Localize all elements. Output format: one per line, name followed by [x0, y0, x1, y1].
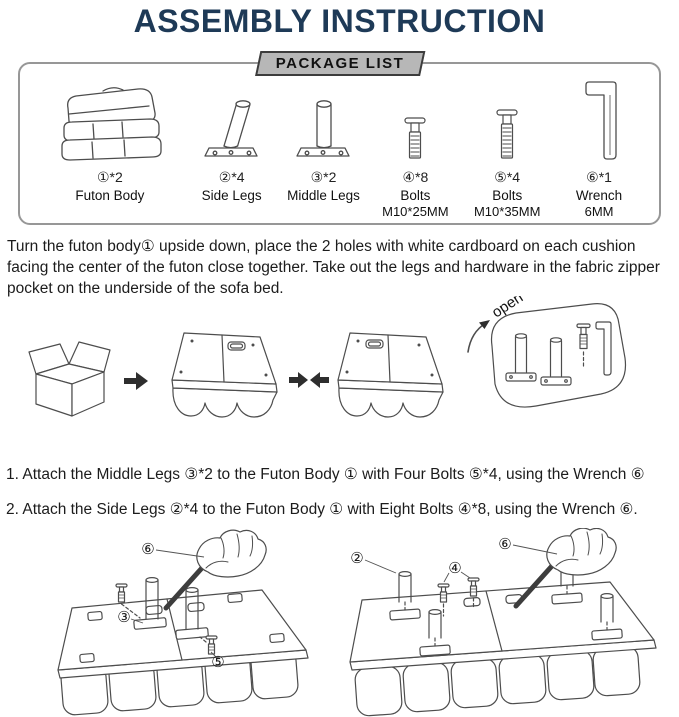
bolt-part — [467, 577, 480, 609]
package-list-panel: PACKAGE LIST — [18, 51, 661, 225]
bolt-25-illustration — [398, 74, 432, 166]
callout-bolt-35: ⑤ — [211, 654, 224, 671]
package-list-items: ①*2 Futon Body — [20, 64, 659, 223]
package-item-count: ②*4 — [218, 169, 245, 185]
pocket-bolt — [576, 323, 591, 369]
bolt-icon — [404, 117, 426, 159]
bolt-icon — [496, 109, 518, 159]
step-1: 1. Attach the Middle Legs ③*2 to the Fut… — [6, 466, 645, 483]
leg-attachment-diagrams: ⑥ ③ ⑤ ② ④ ⑥ — [57, 528, 657, 717]
package-item-futon-body: ①*2 Futon Body — [34, 74, 186, 203]
callout-wrench-left: ⑥ — [141, 541, 154, 558]
futon-body-icon — [61, 87, 162, 161]
package-item-wrench: ⑥*1 Wrench 6MM — [553, 74, 645, 219]
side-leg-part — [591, 592, 623, 641]
pocket-wrench — [595, 321, 612, 376]
package-item-count: ①*2 — [96, 169, 123, 185]
side-leg-illustration — [203, 74, 261, 166]
zipper-pocket-contents-illustration — [490, 303, 627, 408]
package-item-bolts-25: ④*8 Bolts M10*25MM — [369, 74, 461, 219]
futon-body-illustration — [51, 74, 169, 166]
package-item-label: Side Legs — [201, 188, 262, 203]
unpacking-diagram: open — [28, 296, 627, 418]
package-item-count: ⑥*1 — [586, 169, 612, 185]
package-item-count: ③*2 — [310, 169, 337, 185]
callout-leader-line — [210, 651, 217, 658]
package-item-label: Futon Body — [75, 188, 145, 203]
middle-legs-assembly-illustration — [57, 530, 309, 716]
push-together-arrows-icon — [289, 372, 329, 388]
callout-wrench-right: ⑥ — [498, 536, 511, 553]
intro-paragraph: Turn the futon body① upside down, place … — [7, 238, 660, 297]
side-leg-icon — [204, 100, 258, 157]
side-legs-assembly-illustration — [349, 528, 657, 717]
callout-leader-line — [443, 572, 450, 583]
package-item-middle-legs: ③*2 Middle Legs — [278, 74, 370, 203]
package-list-header: PACKAGE LIST — [254, 51, 425, 76]
futon-upside-down-joined-illustration — [337, 332, 444, 418]
package-list-header-label: PACKAGE LIST — [275, 55, 404, 72]
step-2: 2. Attach the Side Legs ②*4 to the Futon… — [6, 501, 638, 518]
bolt-part — [437, 583, 450, 617]
callout-bolt-25: ④ — [448, 560, 461, 577]
pocket-middle-leg — [540, 337, 572, 386]
cardboard-box-illustration — [28, 341, 111, 417]
bolt-part — [199, 635, 218, 655]
package-item-sublabel: 6MM — [584, 204, 614, 219]
package-item-label: Bolts — [492, 188, 523, 203]
package-item-label: Middle Legs — [287, 188, 360, 203]
package-item-label: Bolts — [400, 188, 431, 203]
package-item-sublabel: M10*25MM — [382, 204, 449, 219]
middle-leg-part — [175, 586, 209, 640]
package-item-sublabel: M10*35MM — [473, 204, 541, 219]
package-item-bolts-35: ⑤*4 Bolts M10*35MM — [461, 74, 553, 219]
package-item-count: ⑤*4 — [494, 169, 521, 185]
package-item-label: Wrench — [575, 188, 623, 203]
side-leg-part — [419, 608, 451, 657]
callout-leader-line — [155, 549, 205, 558]
middle-leg-part — [133, 576, 167, 630]
callout-leader-line — [364, 559, 397, 574]
callout-side-leg: ② — [350, 550, 363, 567]
page-title: ASSEMBLY INSTRUCTION — [133, 3, 546, 39]
wrench-illustration — [576, 74, 622, 166]
middle-leg-illustration — [295, 74, 352, 166]
package-item-side-legs: ②*4 Side Legs — [186, 74, 278, 203]
arrow-right-icon — [124, 372, 148, 390]
side-leg-part — [389, 570, 421, 621]
callout-leader-line — [512, 544, 558, 555]
middle-leg-icon — [295, 100, 350, 157]
futon-upside-down-illustration — [171, 332, 278, 418]
package-item-count: ④*8 — [402, 169, 429, 185]
pocket-middle-leg — [505, 333, 537, 382]
bolt-part — [115, 583, 141, 619]
callout-leader-line — [460, 571, 471, 579]
callout-middle-leg: ③ — [117, 609, 130, 626]
callout-leader-line — [130, 618, 144, 624]
allen-wrench-icon — [585, 81, 617, 160]
open-arrow-icon — [467, 320, 490, 353]
bolt-35-illustration — [490, 74, 524, 166]
